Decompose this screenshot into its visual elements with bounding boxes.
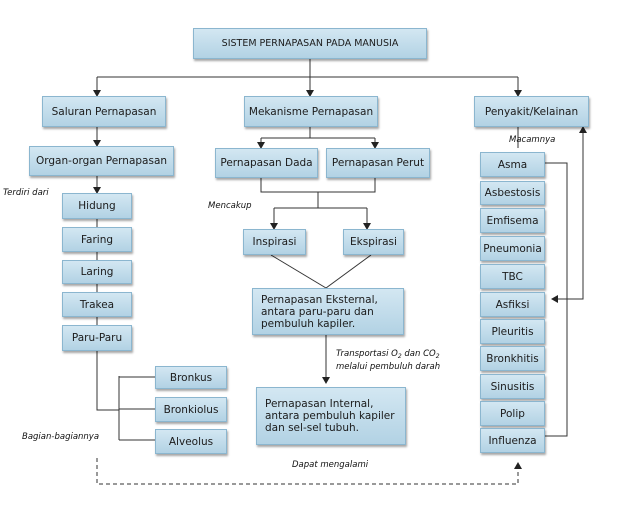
disease-asbestosis: Asbestosis [480, 181, 545, 205]
organ-laring: Laring [62, 260, 132, 284]
label-mencakup: Mencakup [208, 201, 252, 211]
pernapasan-internal-box: Pernapasan Internal, antara pembuluh kap… [256, 387, 406, 445]
connector-inspirasi [270, 254, 327, 289]
label-dapat-mengalami: Dapat mengalami [292, 460, 369, 470]
part-bronkiolus: Bronkiolus [155, 397, 227, 422]
disease-pleuritis: Pleuritis [480, 319, 545, 344]
organ-paru-paru: Paru-Paru [62, 325, 132, 351]
transport-suffix: melalui pembuluh darah [336, 362, 441, 372]
organ-trakea: Trakea [62, 292, 132, 317]
penyakit-kelainan-box: Penyakit/Kelainan [474, 96, 589, 127]
transport-o-sub: 2 [397, 353, 402, 360]
disease-pneumonia: Pneumonia [480, 236, 545, 261]
disease-influenza: Influenza [480, 428, 545, 453]
transport-mid: dan CO [401, 349, 436, 359]
inspirasi-box: Inspirasi [243, 229, 306, 255]
title-box: SISTEM PERNAPASAN PADA MANUSIA [193, 28, 427, 59]
organ-pernapasan-box: Organ-organ Pernapasan [29, 146, 174, 176]
organ-faring: Faring [62, 227, 132, 252]
disease-asma: Asma [480, 152, 545, 177]
disease-bronkhitis: Bronkhitis [480, 346, 545, 371]
label-macamnya: Macamnya [509, 135, 556, 145]
disease-sinusitis: Sinusitis [480, 374, 545, 399]
pernapasan-eksternal-box: Pernapasan Eksternal, antara paru-paru d… [252, 288, 404, 335]
connector-paru [96, 351, 119, 411]
connector-dapat-mengalami [96, 458, 522, 485]
disease-polip: Polip [480, 401, 545, 426]
connector-dada-down [260, 178, 376, 193]
transport-prefix: Transportasi O [336, 349, 398, 359]
pernapasan-dada-box: Pernapasan Dada [215, 148, 318, 178]
label-terdiri-dari: Terdiri dari [3, 188, 49, 198]
part-alveolus: Alveolus [155, 429, 227, 454]
arrow-macam2 [567, 126, 587, 300]
disease-asfiksi: Asfiksi [480, 292, 545, 317]
organ-hidung: Hidung [62, 193, 132, 219]
part-bronkus: Bronkus [155, 366, 227, 389]
connector-ekspirasi [325, 254, 372, 289]
saluran-pernapasan-box: Saluran Pernapasan [42, 96, 166, 127]
disease-emfisema: Emfisema [480, 208, 545, 233]
mekanisme-pernapasan-box: Mekanisme Pernapasan [244, 96, 378, 127]
ekspirasi-box: Ekspirasi [343, 229, 404, 255]
transport-co-sub: 2 [435, 353, 440, 360]
label-bagian-bagiannya: Bagian-bagiannya [22, 432, 100, 442]
label-transportasi: Transportasi O2 dan CO2 melalui pembuluh… [336, 349, 446, 372]
disease-tbc: TBC [480, 264, 545, 289]
pernapasan-perut-box: Pernapasan Perut [326, 148, 430, 178]
